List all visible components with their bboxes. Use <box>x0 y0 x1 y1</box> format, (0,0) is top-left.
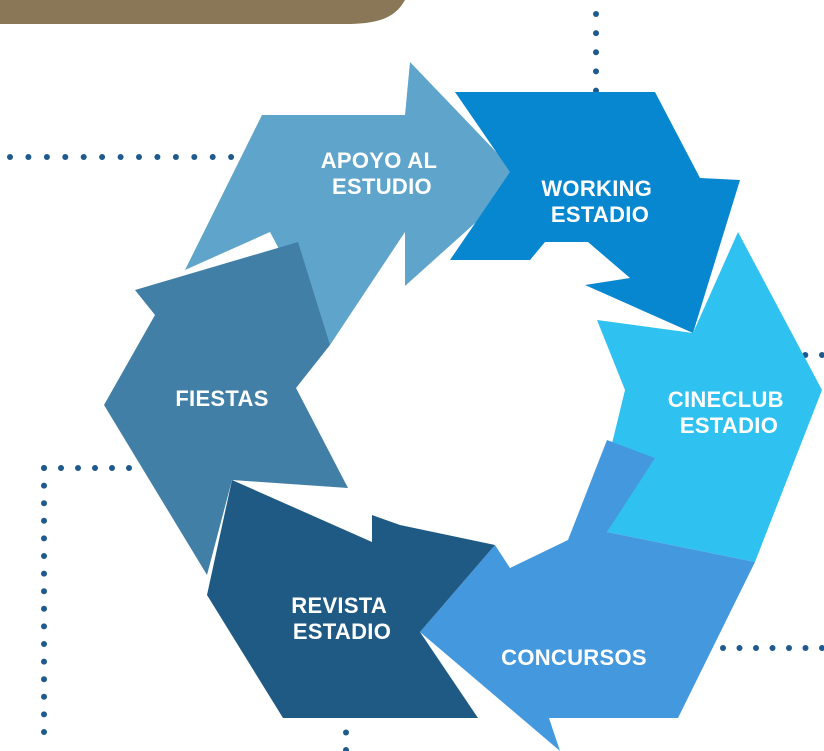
connector-dot <box>80 154 87 160</box>
connector-dot <box>41 605 47 612</box>
label-concursos: CONCURSOS <box>501 645 647 670</box>
connector-dot <box>41 570 47 577</box>
connector-dot <box>593 30 599 37</box>
photo-corner <box>0 0 405 24</box>
connector-dot <box>41 676 47 683</box>
connector-dot <box>154 154 161 160</box>
connector-dot <box>593 49 599 56</box>
label-cineclub-estadio: CINECLUB ESTADIO <box>668 387 791 438</box>
dotted-line-left-top <box>7 154 271 160</box>
connector-dot <box>41 623 47 630</box>
connector-dot <box>786 645 792 651</box>
connector-dot <box>25 154 32 160</box>
connector-dot <box>41 693 47 700</box>
segment-fiestas <box>104 242 348 575</box>
connector-dot <box>736 645 743 651</box>
label-revista-estadio: REVISTA ESTADIO <box>291 593 392 644</box>
connector-dot <box>109 465 115 471</box>
segment-apoyo-al-estudio <box>185 62 523 345</box>
connector-dot <box>720 645 726 651</box>
connector-dot <box>191 154 198 160</box>
connector-dot <box>172 154 179 160</box>
connector-dot <box>41 729 47 735</box>
connector-dot <box>126 465 132 471</box>
connector-dot <box>58 465 64 471</box>
connector-dot <box>593 11 599 17</box>
segment-cineclub-estadio <box>597 232 822 562</box>
connector-dot <box>41 465 47 471</box>
dotted-line-left-lower-vertical <box>41 465 47 735</box>
connector-dot <box>43 154 50 160</box>
connector-dot <box>343 729 349 736</box>
connector-dot <box>802 645 809 651</box>
connector-dot <box>209 154 216 160</box>
connector-dot <box>92 465 98 471</box>
connector-dot <box>41 658 47 665</box>
segment-revista-estadio <box>207 480 495 718</box>
connector-dot <box>117 154 124 160</box>
connector-dot <box>228 154 235 160</box>
connector-dot <box>41 535 47 542</box>
connector-dot <box>753 645 759 651</box>
segment-working-estadio <box>450 92 740 333</box>
connector-dot <box>136 154 142 160</box>
connector-dot <box>593 68 599 75</box>
connector-dot <box>62 154 69 160</box>
connector-dot <box>75 465 81 471</box>
connector-dot <box>41 553 47 559</box>
connector-dot <box>41 500 47 507</box>
connector-dot <box>41 588 47 595</box>
connector-dot <box>769 645 776 651</box>
connector-dot <box>819 645 824 651</box>
connector-dot <box>41 517 47 524</box>
connector-dot <box>41 641 47 647</box>
connector-dot <box>99 154 106 160</box>
connector-dot <box>41 711 47 718</box>
connector-dot <box>343 747 349 751</box>
label-fiestas: FIESTAS <box>175 386 268 411</box>
connector-dot <box>819 352 824 358</box>
connector-dot <box>41 482 47 489</box>
segment-concursos <box>420 440 755 751</box>
label-apoyo-al-estudio: APOYO AL ESTUDIO <box>321 148 444 199</box>
connector-dot <box>7 154 13 160</box>
label-working-estadio: WORKING ESTADIO <box>541 176 658 227</box>
